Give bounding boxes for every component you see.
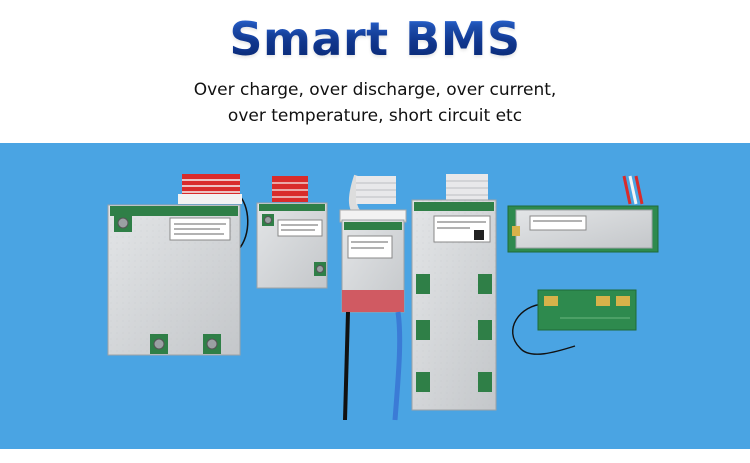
green-pcb-board — [512, 289, 637, 355]
header: Smart BMS Over charge, over discharge, o… — [0, 0, 750, 143]
subtitle-line-1: Over charge, over discharge, over curren… — [193, 80, 557, 100]
page-title: Smart BMS — [0, 12, 750, 66]
wire-bundle — [178, 174, 242, 204]
subtitle-line-2: over temperature, short circuit etc — [227, 106, 523, 126]
narrow-bms-board — [339, 174, 407, 421]
tall-bms-board — [411, 174, 497, 411]
bottom-strip — [0, 449, 750, 463]
large-bms-board — [107, 174, 249, 356]
long-pcb-board — [507, 175, 659, 253]
small-bms-board — [256, 176, 328, 289]
